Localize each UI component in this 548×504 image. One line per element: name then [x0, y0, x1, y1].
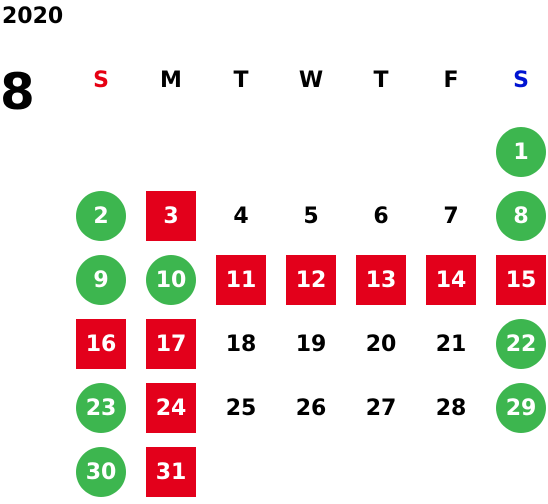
- day-number: 17: [146, 319, 196, 369]
- day-cell: 31: [136, 440, 206, 504]
- day-cell: 15: [486, 248, 548, 312]
- day-cell: 14: [416, 248, 486, 312]
- day-cell: 26: [276, 376, 346, 440]
- day-number: 15: [496, 255, 546, 305]
- day-cell: 22: [486, 312, 548, 376]
- day-cell: 6: [346, 184, 416, 248]
- weekday-header-row: S M T W T F S: [66, 66, 548, 96]
- day-number: 28: [435, 395, 467, 421]
- day-number: 7: [443, 203, 459, 229]
- day-number: 13: [356, 255, 406, 305]
- day-number: 16: [76, 319, 126, 369]
- weekday-wednesday: W: [298, 68, 324, 93]
- day-cell: 13: [346, 248, 416, 312]
- weekday-saturday: S: [513, 68, 529, 93]
- day-number: 12: [286, 255, 336, 305]
- weekday-thursday: T: [373, 68, 389, 93]
- day-number: 14: [426, 255, 476, 305]
- day-number: 22: [496, 319, 546, 369]
- day-cell: 7: [416, 184, 486, 248]
- day-number: 1: [496, 127, 546, 177]
- day-cell: 21: [416, 312, 486, 376]
- day-cell: 28: [416, 376, 486, 440]
- day-cell: 11: [206, 248, 276, 312]
- day-number: 6: [373, 203, 389, 229]
- day-number: 26: [295, 395, 327, 421]
- day-cell: 23: [66, 376, 136, 440]
- day-number: 30: [76, 447, 126, 497]
- day-cell: 1: [486, 120, 548, 184]
- day-cell: 19: [276, 312, 346, 376]
- day-cell: 9: [66, 248, 136, 312]
- day-number: 25: [225, 395, 257, 421]
- day-cell: 8: [486, 184, 548, 248]
- day-cell: 2: [66, 184, 136, 248]
- empty-cell: [66, 120, 136, 184]
- day-number: 31: [146, 447, 196, 497]
- day-number: 18: [225, 331, 257, 357]
- day-number: 8: [496, 191, 546, 241]
- day-number: 20: [365, 331, 397, 357]
- day-cell: 12: [276, 248, 346, 312]
- day-cell: 3: [136, 184, 206, 248]
- day-cell: 17: [136, 312, 206, 376]
- day-cell: 20: [346, 312, 416, 376]
- day-number: 2: [76, 191, 126, 241]
- weekday-sunday: S: [93, 68, 109, 93]
- empty-cell: [136, 120, 206, 184]
- day-number: 9: [76, 255, 126, 305]
- weekday-friday: F: [443, 68, 459, 93]
- empty-cell: [416, 120, 486, 184]
- day-cell: 5: [276, 184, 346, 248]
- calendar-year: 2020: [2, 4, 64, 29]
- day-number: 29: [496, 383, 546, 433]
- day-number: 10: [146, 255, 196, 305]
- day-cell: 25: [206, 376, 276, 440]
- day-cell: 27: [346, 376, 416, 440]
- day-cell: 30: [66, 440, 136, 504]
- day-cell: 10: [136, 248, 206, 312]
- day-number: 21: [435, 331, 467, 357]
- day-number: 19: [295, 331, 327, 357]
- empty-cell: [346, 120, 416, 184]
- empty-cell: [276, 120, 346, 184]
- empty-cell: [206, 120, 276, 184]
- day-number: 24: [146, 383, 196, 433]
- calendar-month: 8: [0, 63, 35, 121]
- day-cell: 4: [206, 184, 276, 248]
- day-number: 27: [365, 395, 397, 421]
- day-number: 11: [216, 255, 266, 305]
- weekday-tuesday: T: [233, 68, 249, 93]
- weekday-monday: M: [160, 68, 182, 93]
- day-number: 4: [233, 203, 249, 229]
- day-number: 3: [146, 191, 196, 241]
- day-cell: 29: [486, 376, 548, 440]
- day-cell: 24: [136, 376, 206, 440]
- day-cell: 18: [206, 312, 276, 376]
- day-cell: 16: [66, 312, 136, 376]
- day-number: 23: [76, 383, 126, 433]
- day-number: 5: [303, 203, 319, 229]
